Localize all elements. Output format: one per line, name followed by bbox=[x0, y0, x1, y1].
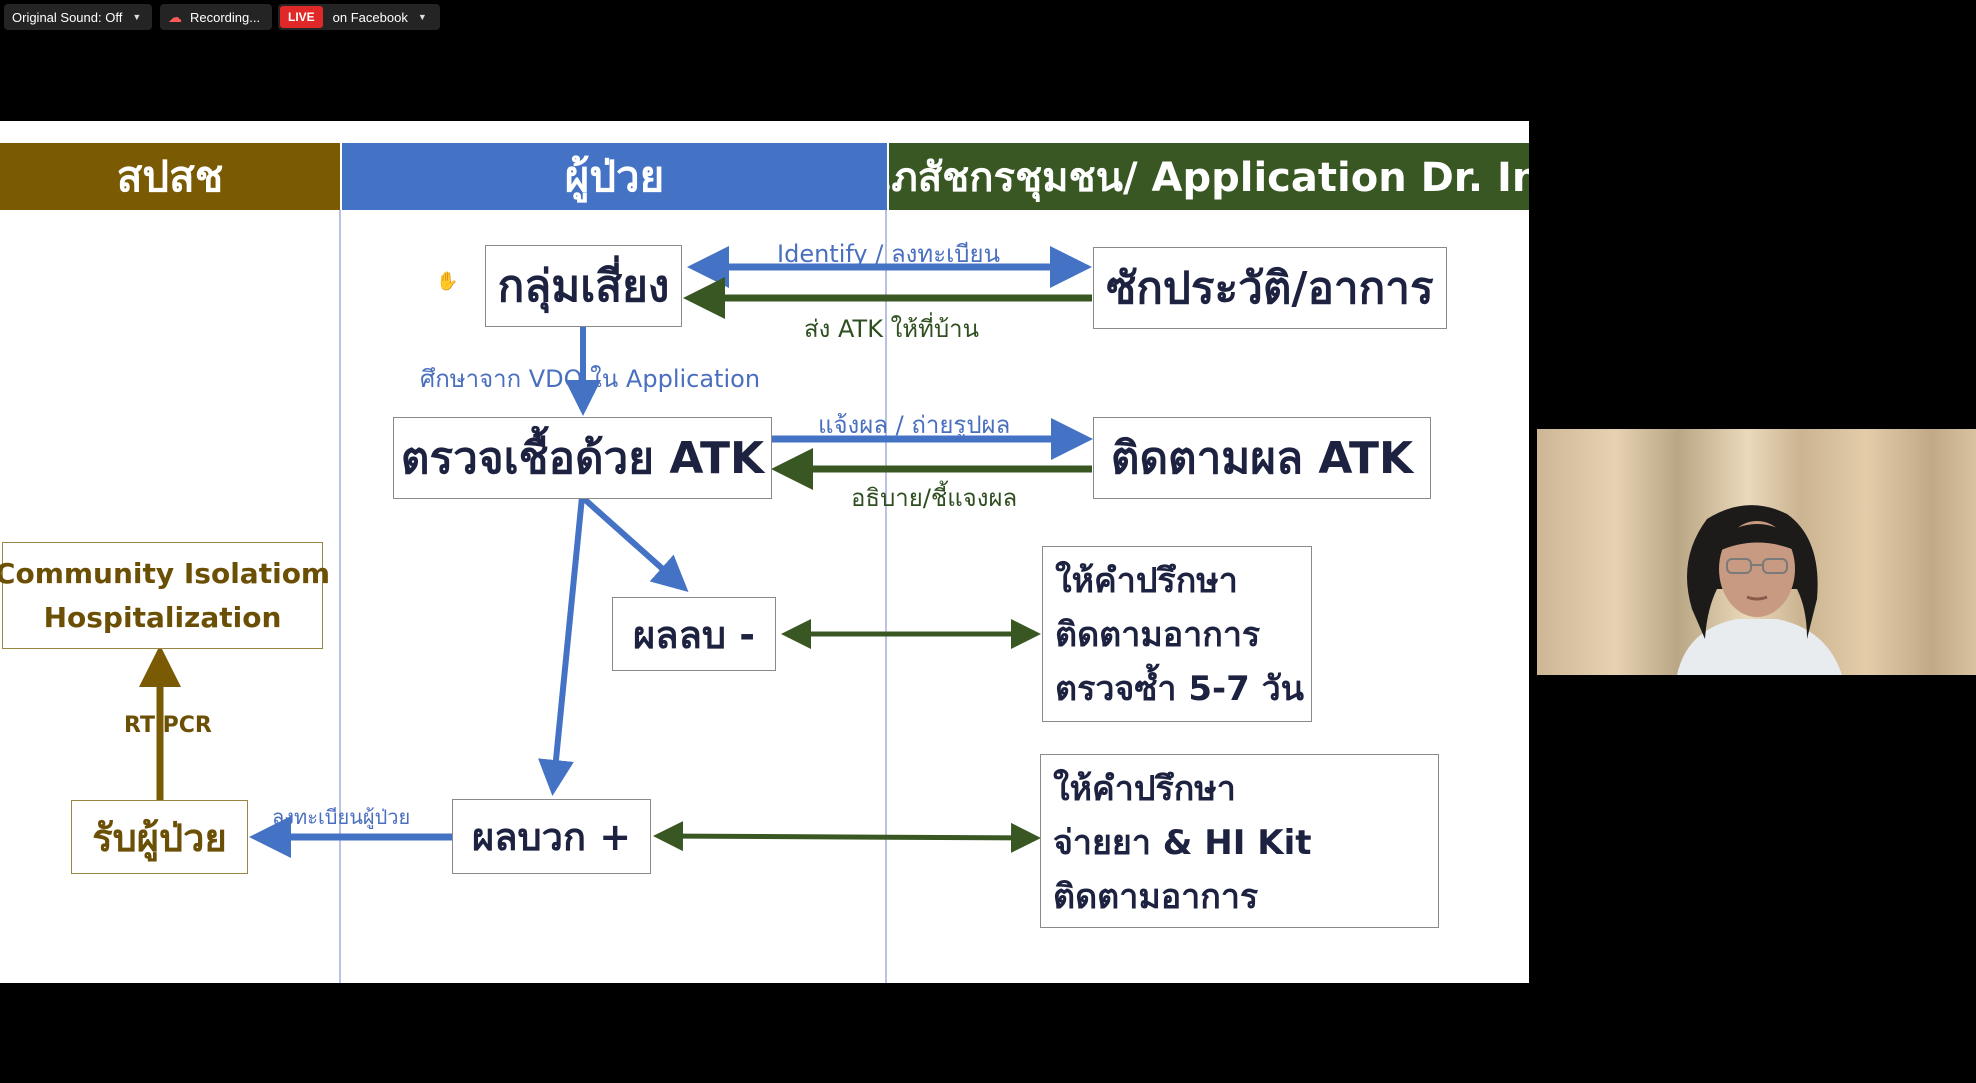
column-divider-right bbox=[885, 210, 887, 983]
original-sound-label: Original Sound: Off bbox=[12, 9, 123, 25]
label-study-vdo: ศึกษาจาก VDO ใน Application bbox=[420, 365, 761, 393]
positive-advice-line: ติดตามอาการ bbox=[1053, 877, 1259, 917]
atk-test-box: ตรวจเชื้อด้วย ATK bbox=[393, 417, 772, 499]
positive-advice-line: จ่ายยา & HI Kit bbox=[1053, 823, 1312, 863]
risk-group-box: กลุ่มเสี่ยง bbox=[485, 245, 682, 327]
caret-down-icon[interactable]: ▼ bbox=[132, 12, 142, 22]
label-explain: อธิบาย/ชี้แจงผล bbox=[851, 484, 1018, 512]
cloud-icon: ☁ bbox=[168, 8, 182, 25]
live-badge: LIVE bbox=[280, 6, 323, 28]
flow-arrows bbox=[139, 246, 1093, 858]
positive-advice-line: ให้คำปรึกษา bbox=[1053, 769, 1236, 809]
negative-advice-box: ให้คำปรึกษา ติดตามอาการ ตรวจซ้ำ 5-7 วัน bbox=[1042, 546, 1312, 722]
receive-patient-box: รับผู้ป่วย bbox=[71, 800, 248, 874]
history-box: ซักประวัติ/อาการ bbox=[1093, 247, 1447, 329]
label-send-atk: ส่ง ATK ให้ที่บ้าน bbox=[804, 315, 980, 343]
community-isolation-line1: Community Isolatiom bbox=[0, 556, 331, 590]
column-divider-left bbox=[339, 210, 341, 983]
recording-label: Recording... bbox=[190, 9, 261, 25]
label-rt-pcr: RT PCR bbox=[124, 713, 212, 738]
header-nhso: สปสช bbox=[0, 143, 340, 210]
negative-result-box: ผลลบ - bbox=[612, 597, 776, 671]
live-target-label: on Facebook bbox=[332, 9, 408, 25]
community-isolation-box: Community Isolatiom Hospitalization bbox=[0, 542, 330, 649]
arrow-to-positive bbox=[538, 496, 585, 796]
live-stream-button[interactable]: LIVE on Facebook ▼ bbox=[278, 4, 440, 30]
shared-slide: สปสช ผู้ป่วย เภสัชกรชุมชน/ Application D… bbox=[0, 121, 1529, 983]
meeting-toolbar: Original Sound: Off ▼ ☁ Recording... LIV… bbox=[0, 0, 1976, 34]
original-sound-button[interactable]: Original Sound: Off ▼ bbox=[4, 4, 152, 30]
positive-result-box: ผลบวก + bbox=[452, 799, 651, 874]
header-pharmacist: เภสัชกรชุมชน/ Application Dr. In bbox=[889, 143, 1529, 210]
arrow-to-negative bbox=[580, 494, 689, 592]
hand-cursor-icon: ✋ bbox=[436, 271, 459, 292]
participant-avatar bbox=[1677, 505, 1842, 675]
negative-advice-line: ติดตามอาการ bbox=[1055, 615, 1261, 655]
community-isolation-line2: Hospitalization bbox=[43, 600, 282, 634]
header-patient: ผู้ป่วย bbox=[342, 143, 887, 210]
arrow-positive-advice bbox=[653, 821, 1041, 853]
label-register-patient: ลงทะเบียนผู้ป่วย bbox=[272, 805, 411, 829]
recording-button[interactable]: ☁ Recording... bbox=[160, 4, 272, 30]
label-report: แจ้งผล / ถ่ายรูปผล bbox=[818, 411, 1011, 439]
negative-advice-line: ให้คำปรึกษา bbox=[1055, 561, 1238, 601]
positive-advice-box: ให้คำปรึกษา จ่ายยา & HI Kit ติดตามอาการ bbox=[1040, 754, 1439, 928]
label-identify: Identify / ลงทะเบียน bbox=[777, 240, 1000, 268]
negative-advice-line: ตรวจซ้ำ 5-7 วัน bbox=[1055, 669, 1304, 709]
caret-down-icon[interactable]: ▼ bbox=[417, 12, 427, 22]
participant-video-tile[interactable] bbox=[1537, 429, 1976, 675]
atk-follow-box: ติดตามผล ATK bbox=[1093, 417, 1431, 499]
